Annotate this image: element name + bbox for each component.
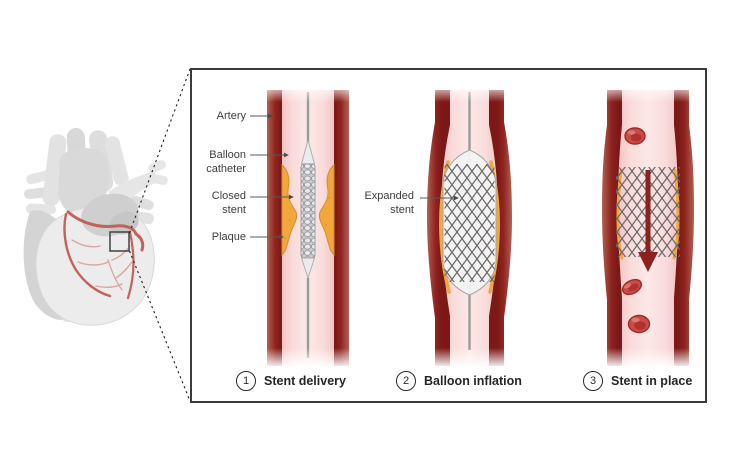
closed-stent-label: Closed stent <box>211 190 246 217</box>
step-2-label: Balloon inflation <box>424 374 522 388</box>
plaque-right <box>318 163 335 257</box>
balloon-tip-bottom <box>300 257 316 280</box>
plaque-left <box>281 163 298 257</box>
expanded-stent-label: Expanded stent <box>364 190 414 217</box>
blood-flow-arrow-icon <box>638 170 658 272</box>
stent-procedure-panel: Artery Balloon catheter Closed stent Pla… <box>190 68 707 403</box>
step-2-caption: 2 Balloon inflation <box>396 370 522 392</box>
panel-artwork <box>250 90 694 366</box>
annotation-leader-lines <box>250 113 459 240</box>
heart-illustration <box>23 128 168 326</box>
closed-stent-graphic <box>300 163 316 259</box>
balloon-catheter-label: Balloon catheter <box>206 149 246 176</box>
step-1-number-badge: 1 <box>236 371 256 391</box>
plaque-label: Plaque <box>211 231 246 243</box>
red-blood-cell-icon <box>621 278 643 296</box>
catheter-wire <box>306 92 310 144</box>
artery-stent-delivery <box>267 90 349 366</box>
expanded-stent-graphic <box>444 164 495 282</box>
step-3-caption: 3 Stent in place <box>583 370 692 392</box>
artery-label: Artery <box>216 110 246 122</box>
catheter-wire <box>306 278 310 358</box>
step-3-label: Stent in place <box>611 374 693 388</box>
step-3-number-badge: 3 <box>583 371 603 391</box>
artery-stent-in-place <box>602 90 694 366</box>
magnified-region-box <box>109 231 130 252</box>
step-2-number-badge: 2 <box>396 371 416 391</box>
step-1-label: Stent delivery <box>264 374 346 388</box>
step-1-caption: 1 Stent delivery <box>236 370 346 392</box>
red-blood-cell-icon <box>624 127 646 145</box>
red-blood-cell-icon <box>627 314 651 334</box>
artery-balloon-inflation <box>427 90 512 366</box>
